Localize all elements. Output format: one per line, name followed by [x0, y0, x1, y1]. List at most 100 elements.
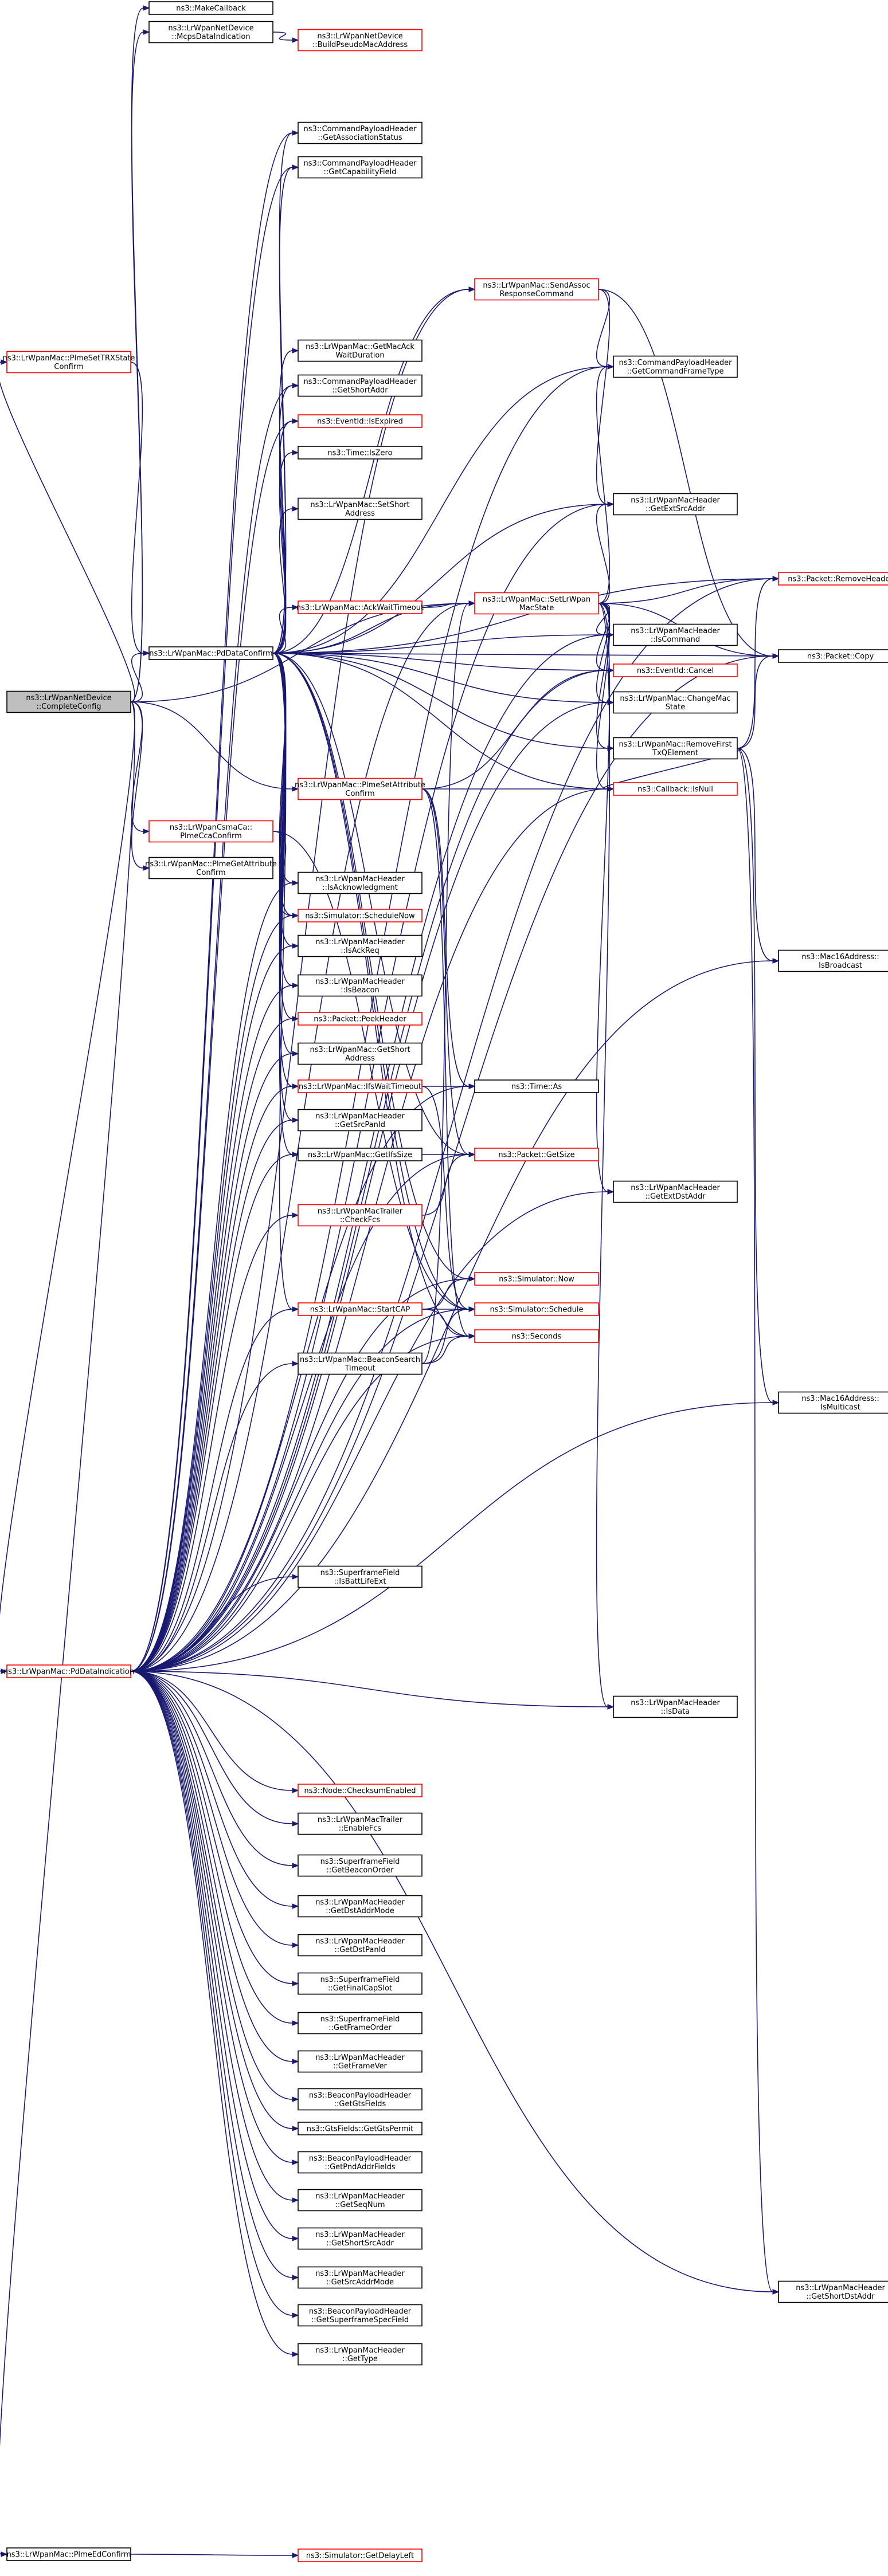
- graph-node-pdi[interactable]: ns3::LrWpanMac::PdDataIndication: [3, 1664, 134, 1678]
- node-label: ns3::CommandPayloadHeader: [304, 378, 417, 386]
- graph-node-mcps: ns3::LrWpanNetDevice::McpsDataIndication: [148, 21, 273, 44]
- graph-node-eie[interactable]: ns3::EventId::IsExpired: [298, 414, 423, 428]
- node-label: IsBroadcast: [819, 961, 862, 970]
- node-box: [6, 1664, 131, 1678]
- node-label: ns3::CommandPayloadHeader: [619, 359, 733, 367]
- edge-pdi-to-gdpi: [130, 1671, 299, 1948]
- edge-arrowhead: [772, 1400, 780, 1405]
- graph-node-ecan[interactable]: ns3::EventId::Cancel: [613, 663, 738, 677]
- node-label: ns3::LrWpanMacHeader: [315, 977, 405, 986]
- node-box: [298, 2122, 423, 2135]
- edge-line: [272, 653, 293, 1310]
- graph-node-ifs[interactable]: ns3::LrWpanMac::IfsWaitTimeout: [298, 1079, 423, 1093]
- edge-arrowhead: [607, 1189, 615, 1195]
- node-box: [778, 1391, 888, 1414]
- graph-node-ssn[interactable]: ns3::Simulator::ScheduleNow: [298, 909, 423, 922]
- edge-arrowhead: [292, 37, 299, 43]
- node-label: Confirm: [54, 363, 83, 371]
- edge-arrowhead: [292, 1821, 299, 1827]
- graph-node-gfo: ns3::SuperframeField::GetFrameOrder: [298, 2012, 423, 2035]
- edge-sarc-to-gcft: [596, 289, 615, 370]
- edge-line: [596, 603, 611, 635]
- edge-line: [130, 1053, 293, 1672]
- edge-pdi-to-cfcs: [130, 1212, 299, 1672]
- edge-pdi-to-m16b: [130, 958, 780, 1672]
- edge-line: [596, 504, 611, 604]
- edge-line: [272, 653, 773, 657]
- edge-slms-to-gedst: [596, 603, 615, 1195]
- edge-arrowhead: [292, 1863, 299, 1868]
- edge-pdi-to-gtype: [130, 1671, 299, 2357]
- node-box: [613, 663, 738, 677]
- edge-arrowhead: [292, 348, 299, 354]
- edge-trxconf-to-pdc: [130, 362, 150, 656]
- edge-line: [130, 603, 470, 1672]
- edge-line: [0, 362, 135, 702]
- graph-node-root: ns3::LrWpanNetDevice::CompleteConfig: [6, 690, 131, 713]
- node-label: ns3::LrWpanNetDevice: [317, 32, 402, 41]
- edge-root-to-pdi: [0, 701, 135, 1674]
- graph-node-pgs[interactable]: ns3::Packet::GetSize: [474, 1148, 599, 1161]
- edge-arrowhead: [143, 29, 150, 35]
- edge-line: [130, 1671, 293, 2316]
- edge-pdi-to-isb: [130, 983, 299, 1672]
- edge-line: [130, 1191, 608, 1672]
- edge-arrowhead: [292, 2159, 299, 2165]
- node-box: [298, 1934, 423, 1957]
- graph-node-gcft: ns3::CommandPayloadHeader::GetCommandFra…: [613, 355, 738, 378]
- graph-node-ppeek[interactable]: ns3::Packet::PeekHeader: [298, 1012, 423, 1026]
- graph-node-sgdl[interactable]: ns3::Simulator::GetDelayLeft: [298, 2548, 423, 2562]
- graph-node-gas: ns3::CommandPayloadHeader::GetAssociatio…: [298, 121, 423, 144]
- edge-root-to-psac: [130, 701, 299, 792]
- graph-node-nce[interactable]: ns3::Node::ChecksumEnabled: [298, 1784, 423, 1797]
- edge-pdi-to-bst: [130, 1361, 299, 1672]
- graph-node-prh[interactable]: ns3::Packet::RemoveHeader: [778, 572, 888, 586]
- node-box: [778, 649, 888, 663]
- node-label: ns3::LrWpanMac::SendAssoc: [483, 281, 590, 290]
- edge-pdc-to-sss: [272, 506, 299, 654]
- edge-root-to-cca: [130, 701, 150, 834]
- edge-pedc-to-sgdl: [130, 2553, 299, 2558]
- node-label: ::GetSuperframeSpecField: [311, 2316, 409, 2324]
- graph-node-cfcs[interactable]: ns3::LrWpanMacTrailer::CheckFcs: [298, 1204, 423, 1227]
- graph-node-snow[interactable]: ns3::Simulator::Now: [474, 1272, 599, 1286]
- edge-line: [130, 1671, 293, 1866]
- edge-line: [421, 1309, 470, 1364]
- graph-node-secs[interactable]: ns3::Seconds: [474, 1329, 599, 1343]
- node-label: ::IsData: [661, 1707, 690, 1716]
- edge-line: [130, 960, 773, 1672]
- node-box: [298, 1204, 423, 1227]
- node-label: ::CompleteConfig: [36, 702, 101, 711]
- node-box: [6, 690, 131, 713]
- graph-node-scap[interactable]: ns3::LrWpanMac::StartCAP: [298, 1302, 423, 1316]
- edge-line: [272, 452, 293, 654]
- graph-node-cbnull[interactable]: ns3::Callback::IsNull: [613, 782, 738, 796]
- node-label: ns3::LrWpanMac::GetIfsSize: [308, 1151, 412, 1160]
- node-label: ns3::CommandPayloadHeader: [304, 159, 417, 168]
- node-label: ::GetGtsFields: [334, 2100, 386, 2108]
- edge-line: [130, 1309, 470, 1672]
- edge-arrowhead: [468, 1306, 476, 1312]
- graph-node-bpma[interactable]: ns3::LrWpanNetDevice::BuildPseudoMacAddr…: [298, 29, 423, 52]
- edge-line: [737, 655, 773, 749]
- node-label: TxQElement: [652, 749, 698, 757]
- edge-line: [272, 653, 293, 1155]
- node-box: [298, 497, 423, 520]
- edge-line: [272, 607, 293, 654]
- node-label: ::GetFrameOrder: [328, 2024, 392, 2032]
- graph-node-cca[interactable]: ns3::LrWpanCsmaCa::PlmeCcaConfirm: [148, 820, 273, 843]
- graph-node-awt[interactable]: ns3::LrWpanMac::AckWaitTimeout: [296, 600, 424, 614]
- edge-pdi-to-gfo: [130, 1671, 299, 2026]
- node-box: [778, 949, 888, 972]
- edge-pdi-to-snow: [130, 1276, 476, 1672]
- edge-arrowhead: [468, 1276, 476, 1282]
- edge-arrowhead: [772, 2289, 780, 2295]
- graph-node-ssch[interactable]: ns3::Simulator::Schedule: [474, 1302, 599, 1316]
- edge-arrowhead: [292, 2275, 299, 2280]
- node-label: ns3::LrWpanMac::PdDataIndication: [3, 1668, 134, 1676]
- edge-line: [272, 421, 293, 654]
